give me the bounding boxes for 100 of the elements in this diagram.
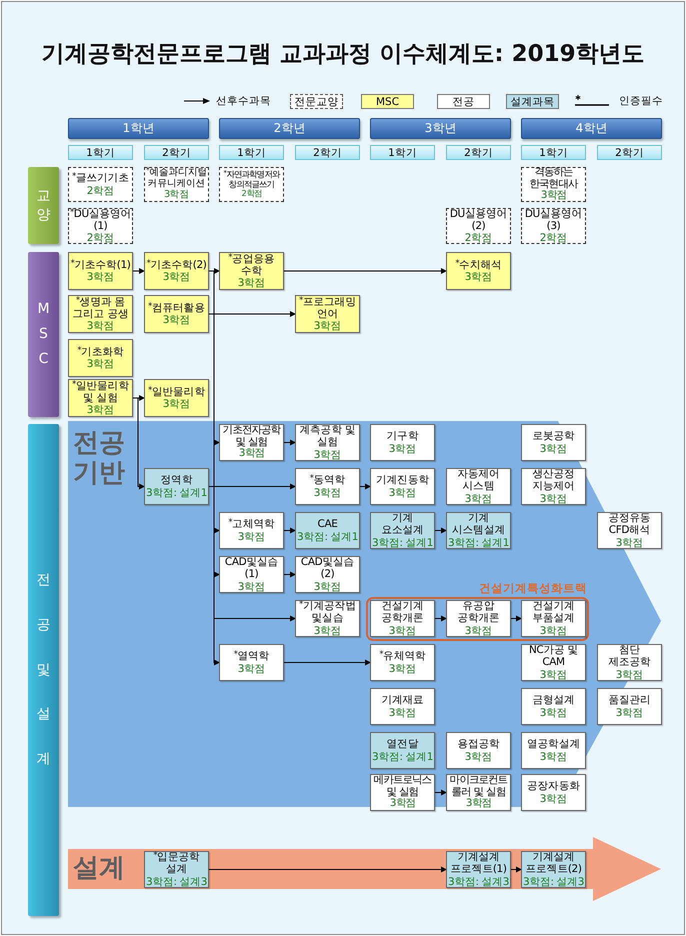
credit-label: 2학점: [464, 232, 492, 244]
title: 기계공학전문프로그램 교과과정 이수체계도: 2019학년도: [40, 40, 646, 69]
credit-label: 3학점: 설계3: [448, 876, 509, 888]
year-header: 2학년: [219, 118, 360, 139]
course-name: 계측공학 및 실험: [298, 424, 356, 449]
course-box: [521, 851, 586, 888]
course-name: $^{*}$프로그래밍 언어: [298, 296, 357, 320]
course-name: 기계 요소설계: [380, 512, 425, 537]
course-box: [597, 512, 662, 549]
course-box: [521, 208, 586, 244]
course-box: [446, 600, 511, 637]
course-box: [370, 644, 435, 681]
course-name: $^{*}$글쓰기기초: [72, 172, 129, 184]
course-name: 기계진동학: [376, 474, 429, 486]
legend-key: 전공: [437, 94, 490, 109]
year-header: 3학년: [370, 118, 511, 139]
course-name: $^{*}$입문공학 설계: [152, 851, 201, 876]
credit-label: 3학점: 설계1: [448, 536, 509, 549]
course-box: [370, 774, 435, 811]
credit-label: 3학점: [540, 442, 568, 455]
course-box: [68, 379, 133, 417]
semester-header: 1학기: [521, 145, 586, 160]
credit-label: 3학점: [388, 442, 416, 455]
credit-label: 3학점: [540, 792, 568, 805]
credit-label: 3학점: [464, 624, 492, 637]
course-name: DU실용영어(2): [448, 208, 508, 232]
course-box: [521, 732, 586, 769]
year-header: 1학년: [68, 118, 209, 139]
course-box: [295, 600, 360, 637]
credit-label: 3학점: 설계1: [297, 530, 358, 543]
semester-header: 2학기: [144, 145, 209, 160]
credit-label: 3학점: [540, 706, 568, 719]
credit-label: 3학점: 설계1: [372, 750, 433, 763]
legend-key: MSC: [361, 94, 414, 109]
course-box: [446, 208, 511, 244]
course-box: [219, 424, 284, 461]
course-box: [144, 295, 209, 333]
band-label: 전공 기반: [73, 429, 126, 489]
course-name: 생산공정 지능제어: [531, 468, 576, 493]
arrow: [510, 616, 522, 622]
credit-label: 3학점: [238, 662, 266, 675]
credit-label: 3학점: [540, 750, 568, 763]
credit-label: 3학점: [616, 536, 644, 549]
credit-label: 3학점: [540, 668, 568, 681]
arrow: [284, 660, 371, 666]
credit-label: 3학점: [540, 492, 568, 505]
credit-label: 3학점: [616, 706, 644, 719]
course-name: 공장자동화: [526, 780, 580, 792]
credit-label: 3학점: [464, 492, 492, 505]
course-box: [370, 688, 435, 725]
course-name: $^{*}$기초수학(2): [146, 258, 206, 271]
course-box: [68, 295, 133, 333]
course-name: $^{*}$동역학: [310, 474, 346, 486]
credit-label: 3학점: [314, 486, 342, 499]
course-name: 마이크로컨트 롤러 및 실험: [448, 774, 508, 798]
arrow: [284, 572, 296, 578]
course-box: [446, 732, 511, 769]
arrow: [434, 528, 447, 534]
credit-label: 3학점: [314, 448, 342, 461]
course-name: $^{*}$기초수학(1): [70, 258, 130, 271]
arrow: [510, 866, 522, 872]
course-name: $^{*}$자연과학명저와 창의적글쓰기: [222, 170, 282, 190]
credit-label: 3학점: [388, 706, 416, 719]
course-name: 열공학설계: [526, 738, 580, 750]
course-box: [68, 339, 133, 377]
course-box: [370, 600, 435, 637]
course-name: 기초전자공학 및 실험: [222, 424, 282, 448]
category-label: MSC: [36, 300, 50, 370]
course-box: [219, 512, 284, 549]
credit-label: 3학점: [464, 750, 492, 763]
course-name: 품질관리: [608, 694, 651, 706]
course-name: 기구학: [386, 430, 418, 442]
semester-header: 1학기: [68, 145, 133, 160]
arrow: [132, 268, 145, 274]
credit-label: 3학점: [540, 190, 566, 202]
legend-label: 선후수과목: [216, 94, 271, 108]
course-box: [446, 468, 511, 505]
arrow: [360, 484, 371, 490]
course-name: 기계설계 프로젝트(1): [449, 851, 508, 876]
semester-header: 2학기: [597, 145, 662, 160]
course-box: [219, 644, 284, 681]
credit-label: 2학점: [86, 232, 114, 244]
credit-label: 3학점: [540, 624, 568, 637]
course-box: [446, 252, 511, 290]
course-name: 기계 시스템설계: [450, 512, 506, 537]
credit-label: 2학점: [540, 232, 568, 244]
course-box: [144, 379, 209, 417]
credit-label: 3학점: [238, 530, 266, 543]
credit-label: 3학점: [162, 271, 190, 284]
arrow: [434, 790, 447, 796]
course-name: $^{*}$DU실용영어(1): [70, 208, 131, 232]
course-box: [295, 295, 360, 333]
course-box: [144, 252, 209, 290]
credit-label: 3학점: [616, 668, 644, 681]
course-box: [521, 167, 586, 202]
course-name: CAD및실습(1): [224, 556, 280, 581]
course-box: [219, 167, 284, 202]
semester-header: 1학기: [219, 145, 284, 160]
credit-label: 3학점: [86, 320, 114, 332]
course-box: [370, 732, 435, 769]
